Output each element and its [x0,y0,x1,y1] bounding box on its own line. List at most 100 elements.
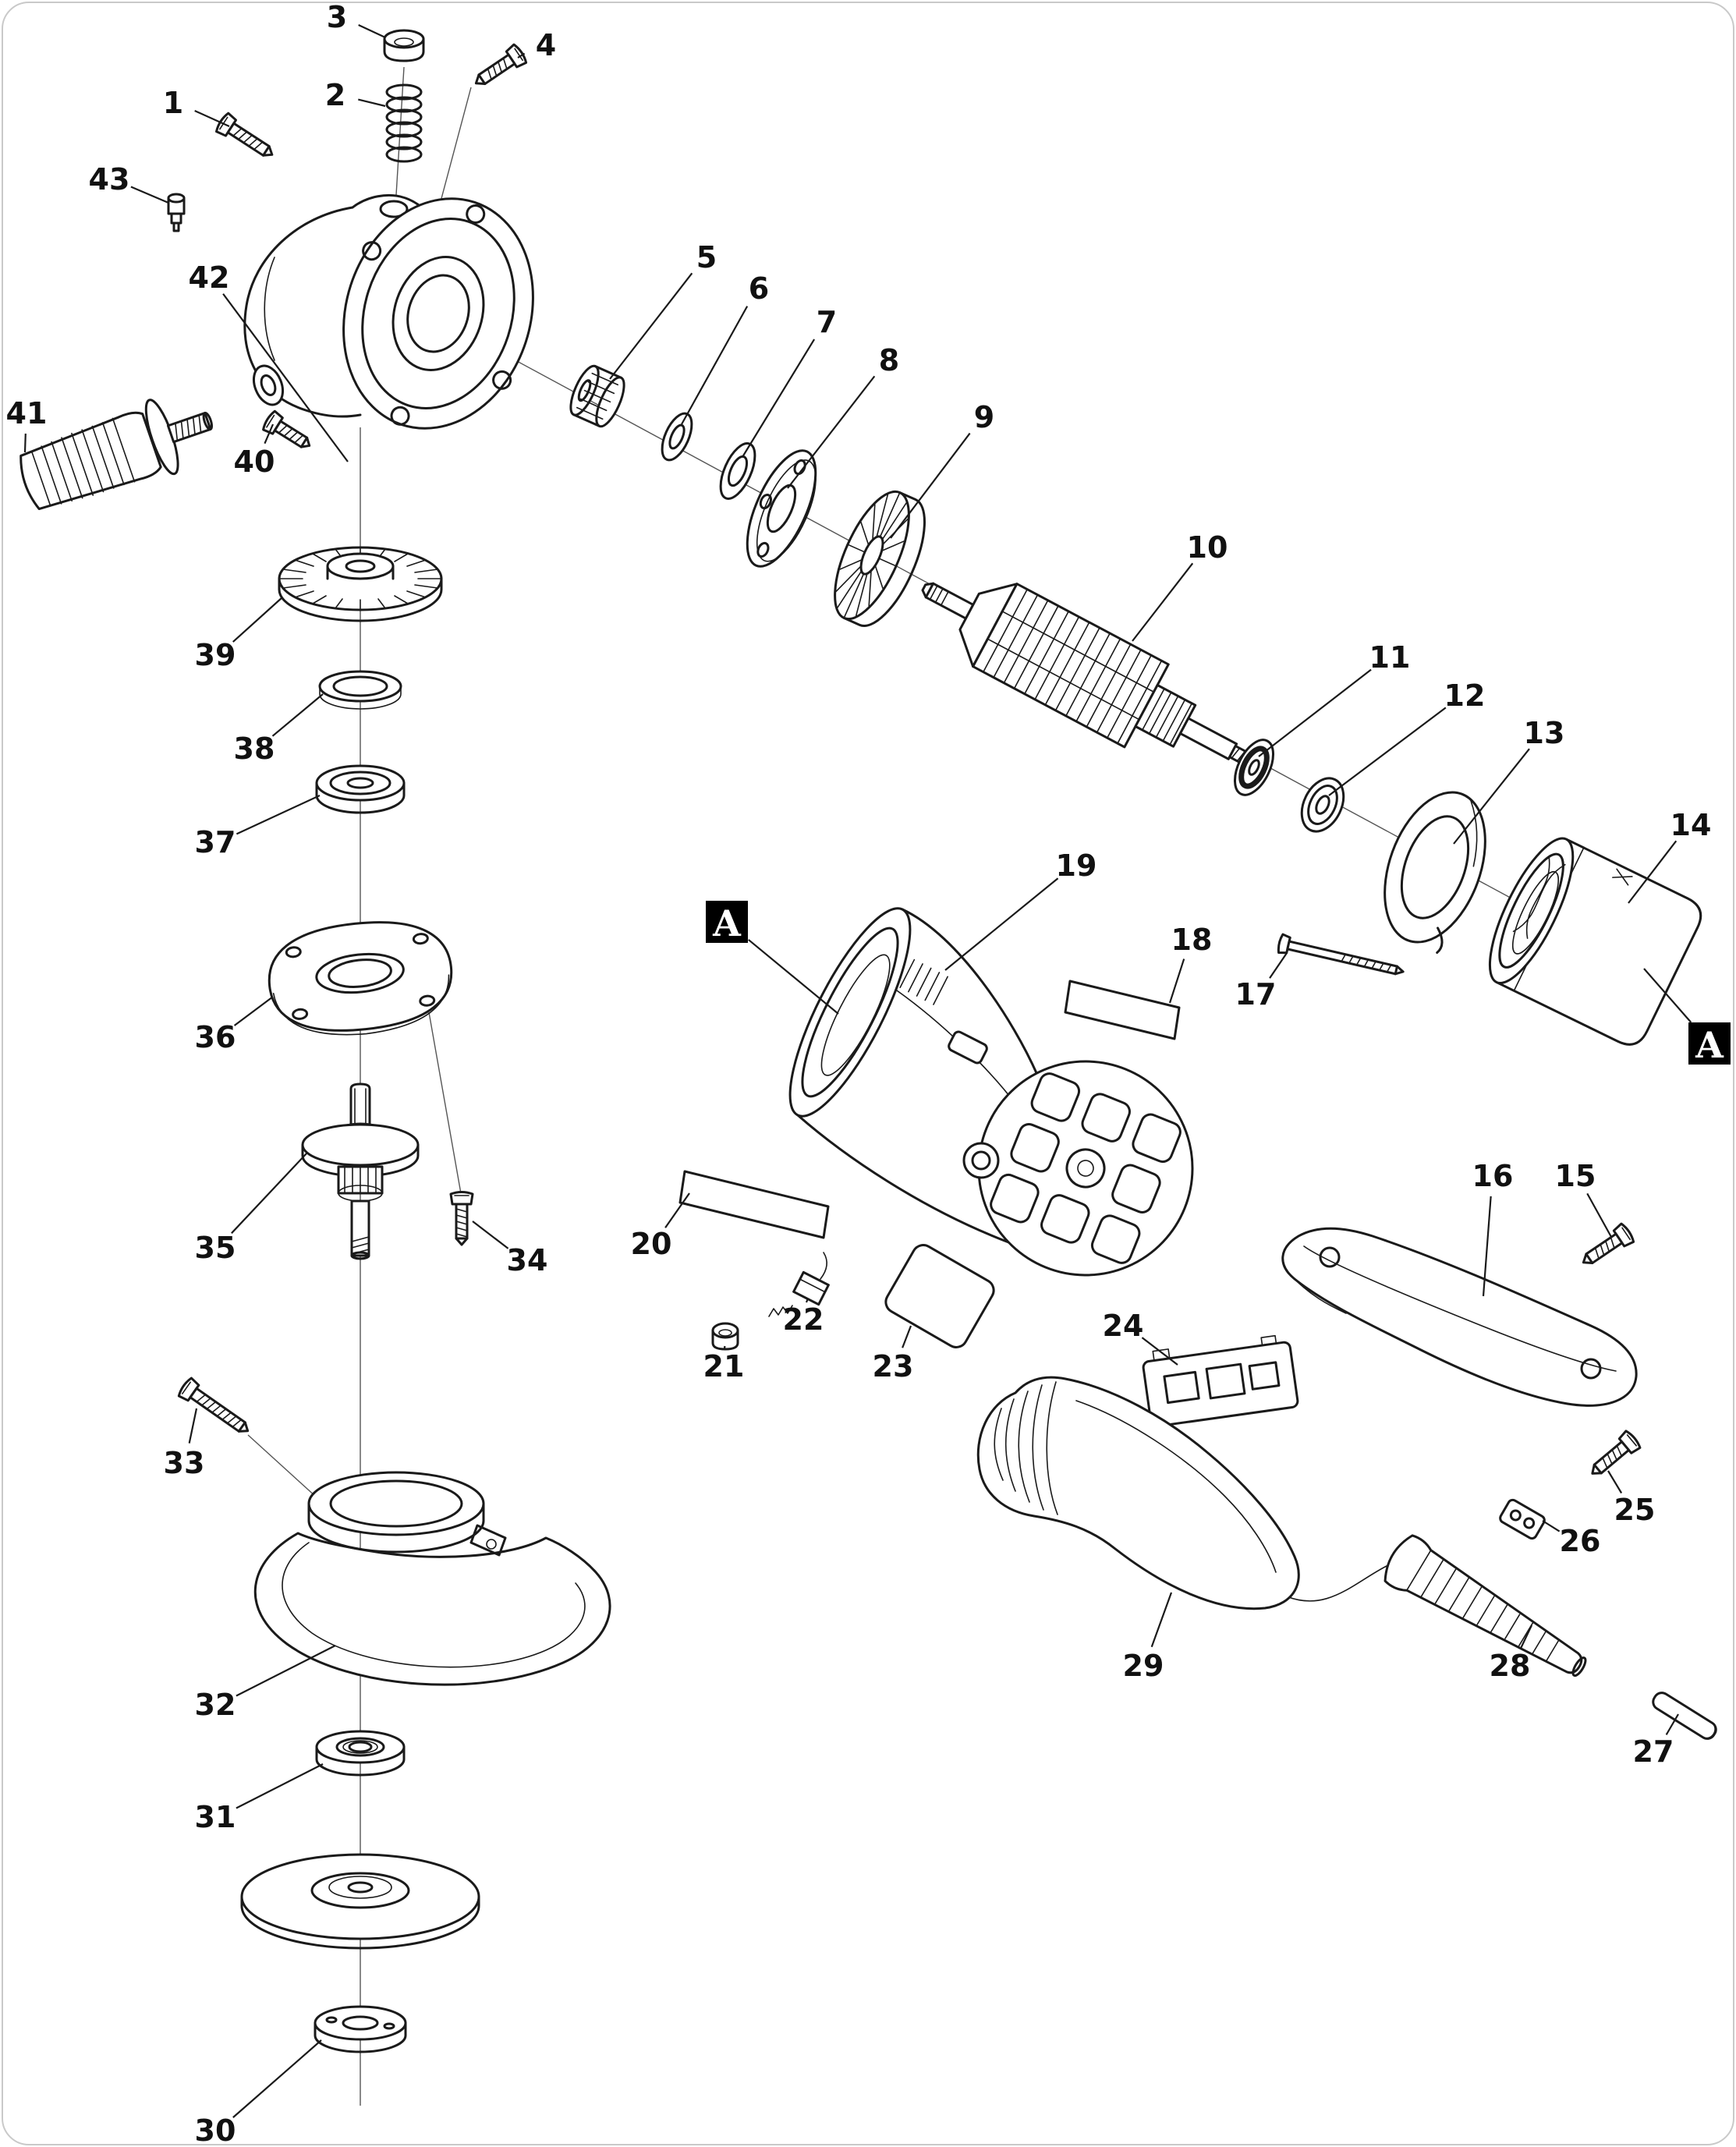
leader-line-34 [472,1221,509,1249]
part-10-armature [921,582,1255,768]
leader-line-30 [232,2039,322,2118]
part-35-spindle [301,1082,420,1260]
leader-line-4 [517,52,526,58]
part-label-10: 10 [1187,530,1228,565]
part-42-gear-housing [243,193,534,430]
part-label-39: 39 [195,638,236,672]
leader-line-12 [1328,707,1447,796]
leader-line-38 [271,693,324,737]
leader-line-40 [264,423,275,445]
leader-line-32 [236,1645,336,1697]
part-29-rear-handle [976,1376,1300,1610]
ref-marker-box-0 [706,901,748,943]
part-22-carbon-brush [768,1252,830,1317]
part-28-cord-guard [1383,1534,1587,1678]
grinding-wheel [240,1853,480,1950]
part-31-inner-flange [315,1730,406,1777]
part-label-35: 35 [195,1231,236,1265]
leader-line-15 [1586,1192,1612,1238]
part-label-40: 40 [234,445,275,479]
part-21-brush-cap [711,1322,739,1351]
part-label-28: 28 [1490,1649,1531,1683]
leader-line-29 [1150,1592,1173,1648]
side-handle-boss [252,364,285,406]
ref-marker-leader-1 [1643,968,1692,1023]
part-5-pinion-gear [569,364,625,428]
part-label-25: 25 [1614,1493,1656,1527]
power-cord-line [1282,1565,1387,1602]
leader-line-6 [681,306,749,425]
part-16-handle-cover [1281,1227,1638,1407]
ref-marker-leader-0 [748,939,839,1015]
leader-line-5 [609,272,693,380]
leader-line-42 [222,293,349,462]
leader-line-33 [188,1408,198,1444]
part-label-11: 11 [1369,640,1411,675]
part-label-15: 15 [1555,1159,1596,1193]
leader-line-28 [1520,1624,1532,1649]
part-label-12: 12 [1444,678,1486,713]
spring-axis-line [395,66,405,196]
leader-line-19 [944,877,1059,971]
part-27-sleeve [1652,1692,1717,1740]
leader-line-20 [664,1192,690,1228]
leader-line-43 [130,186,169,204]
part-30-lock-nut [314,2005,407,2053]
leader-line-37 [236,795,321,835]
screw34-assembly-line [428,1011,462,1199]
leader-line-27 [1665,1713,1679,1735]
part-8-bearing-retainer [746,449,817,568]
part-label-41: 41 [6,396,48,430]
leader-line-16 [1482,1196,1492,1297]
part-9-fan [834,490,926,628]
part-label-36: 36 [195,1020,236,1054]
part-25-screw [1591,1430,1642,1475]
part-17-screw [1277,933,1405,976]
screw33-assembly-line [247,1434,317,1498]
part-33-screw [177,1376,250,1433]
part-label-3: 3 [327,0,347,34]
leader-line-18 [1168,958,1185,1004]
part-36-bearing-cover [267,921,453,1036]
leader-line-10 [1132,562,1194,642]
leader-line-41 [23,433,27,453]
part-label-18: 18 [1171,923,1213,957]
leader-line-2 [358,98,386,108]
part-label-30: 30 [195,2113,236,2147]
leader-line-22 [805,1299,809,1303]
part-label-7: 7 [817,305,837,339]
leader-line-39 [232,597,283,643]
leader-line-36 [233,996,274,1026]
leader-line-31 [236,1763,324,1809]
leader-line-24 [1141,1337,1178,1366]
part-label-27: 27 [1633,1734,1674,1769]
part-6-bearing [661,412,693,462]
part-label-29: 29 [1123,1649,1164,1683]
leader-line-17 [1269,952,1288,979]
part-41-side-handle [19,399,214,511]
part-label-34: 34 [507,1243,548,1277]
ref-marker-letter-1: A [1695,1024,1724,1066]
part-label-9: 9 [974,400,994,434]
part-24-switch [1142,1334,1299,1428]
part-label-43: 43 [89,162,130,197]
leader-line-9 [890,432,971,539]
leader-line-11 [1258,668,1372,757]
part-40-screw [262,409,311,448]
part-label-21: 21 [703,1349,745,1384]
part-label-26: 26 [1560,1524,1601,1558]
leader-line-25 [1607,1470,1623,1494]
part-label-31: 31 [195,1800,236,1834]
leader-line-1 [194,109,230,128]
leader-line-7 [742,338,816,458]
leader-line-3 [358,24,386,38]
leader-line-13 [1453,748,1530,845]
part-18-nameplate [1064,980,1181,1040]
part-label-2: 2 [325,78,345,112]
part-label-17: 17 [1235,977,1277,1011]
part-label-20: 20 [631,1227,672,1261]
part-4-screw [474,43,528,86]
part-38-ring [318,670,402,710]
